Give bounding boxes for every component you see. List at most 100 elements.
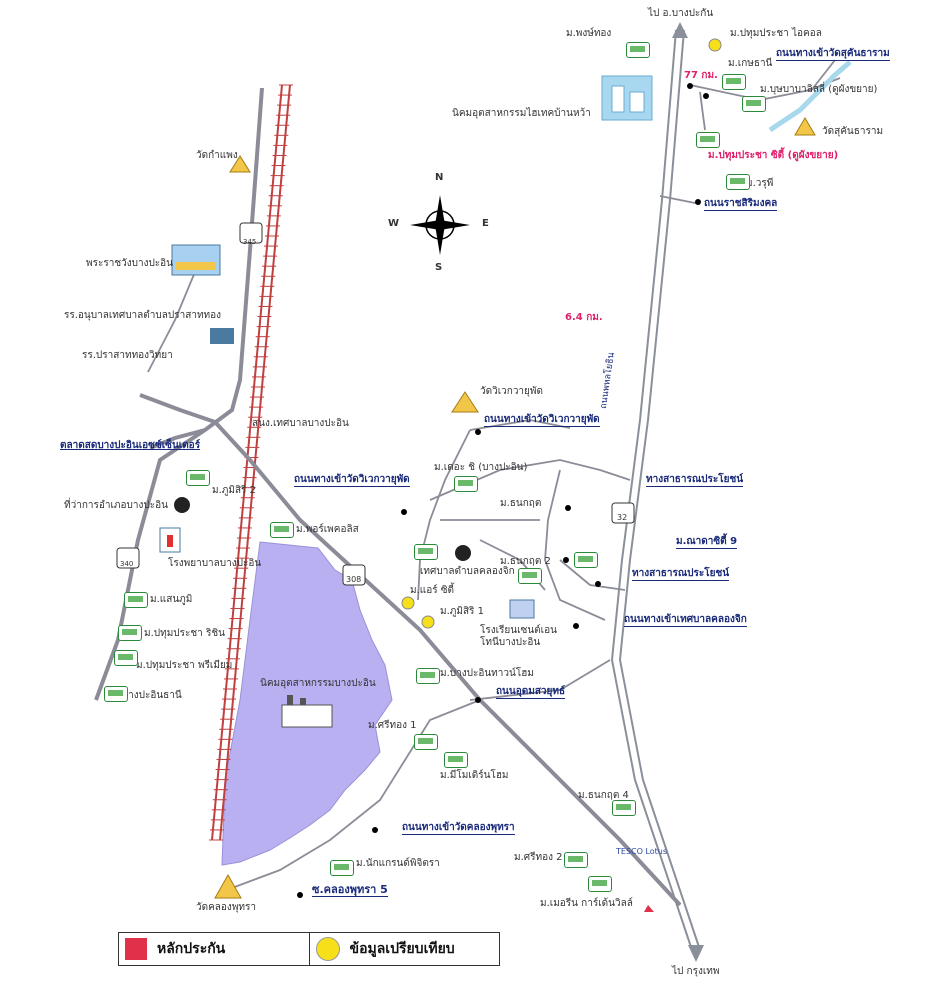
label-wat-khanaen: วัดกำแพง	[196, 150, 238, 161]
label-wruchi: ม.วรุพี	[746, 178, 774, 189]
road-naa: ม.ณาดาซิตี้ 9	[676, 536, 738, 549]
collateral-marker-icon	[644, 905, 654, 912]
label-prasat: รร.ปราสาททองวิทยา	[82, 350, 173, 361]
label-hospital: โรงพยาบาลบางปะอิน	[168, 558, 262, 569]
railway	[211, 84, 291, 841]
legend-comparison-label: ข้อมูลเปรียบเทียบ	[349, 941, 455, 957]
village-icon	[414, 544, 438, 560]
village-icon	[612, 800, 636, 816]
label-saenphum: ม.แสนภูมิ	[150, 594, 193, 605]
direction-top-label: ไป อ.บางปะกัน	[648, 8, 714, 19]
road-wat-wew-2: ถนนทางเข้าวัดวิเวกวายุพัด	[294, 474, 410, 487]
label-amphoe: ที่ว่าการอำเภอบางปะอิน	[64, 500, 168, 511]
route-marker-32	[611, 502, 635, 524]
label-phumsiri1: ม.ภูมิสิริ 1	[440, 606, 484, 617]
legend-collateral-label: หลักประกัน	[157, 941, 226, 957]
direction-bottom-label: ไป กรุงเทพ	[672, 966, 720, 977]
village-icon	[564, 852, 588, 868]
comparison-point-icon	[401, 38, 722, 629]
label-air: ม.แอร์ ซิตี้	[410, 585, 455, 596]
distance-label: 6.4 กม.	[565, 312, 603, 323]
road-public-1: ทางสาธารณประโยชน์	[646, 474, 744, 487]
hospital-icon	[159, 527, 181, 553]
industrial-estate-area	[221, 541, 393, 866]
label-tessaban-klongchik: เทศบาลตำบลคลองจิก	[420, 566, 515, 577]
label-pathum-icon: ม.ปทุมประชา ไอคอล	[730, 28, 822, 39]
label-bangpakong: ม.นักแกรนด์พิจิตรา	[356, 858, 440, 869]
route-340-label: 340	[120, 560, 134, 568]
temple-icon	[214, 117, 816, 899]
village-icon	[186, 470, 210, 486]
road-suksan: ถนนทางเข้าวัดสุคันธาราม	[776, 48, 890, 61]
hitech-estate-icon	[601, 75, 653, 121]
factory-icon	[281, 695, 333, 728]
label-pleasant: ม.พอร์เพคอลิส	[296, 524, 359, 535]
label-srithong1: ม.ศรีทอง 1	[368, 720, 417, 731]
village-icon	[330, 860, 354, 876]
compass-rose-icon	[410, 195, 470, 255]
label-phumsiri2: ม.ภูมิสิริ 2	[212, 485, 256, 496]
road-rachasiri: ถนนราชสิริมงคล	[704, 198, 778, 211]
compass-e: E	[482, 218, 489, 229]
village-icon	[104, 686, 128, 702]
palace-icon	[171, 244, 221, 276]
route-32-label: 32	[617, 513, 628, 522]
village-icon	[114, 650, 138, 666]
label-dhanakul2: ม.ธนกฤต 2	[500, 556, 551, 567]
label-pathum-richi: ม.ปทุมประชา ริชิน	[144, 628, 225, 639]
label-srithong2: ม.ศรีทอง 2	[514, 852, 563, 863]
comparison-swatch-icon	[315, 937, 340, 961]
compass-s: S	[435, 262, 443, 273]
label-pathum-city: ม.ปทุมประชา ซิตี้ (ดูผังขยาย)	[708, 150, 839, 161]
label-wat-khlong: วัดคลองพุทรา	[196, 902, 256, 913]
village-icon	[626, 42, 650, 58]
village-icon	[454, 476, 478, 492]
road-wat-wew: ถนนทางเข้าวัดวิเวกวายุพัด	[484, 414, 600, 427]
village-icon	[518, 568, 542, 584]
label-kaset: ม.เกษธานี	[728, 58, 773, 69]
village-icon	[696, 132, 720, 148]
label-dhanakul: ม.ธนกฤต	[500, 498, 542, 509]
road-340	[94, 87, 682, 907]
road-udomsuk: ถนนอุดมสวยุทธ์	[496, 686, 566, 699]
village-icon	[118, 625, 142, 641]
label-industrial-estate: นิคมอุตสาหกรรมบางปะอิน	[260, 678, 376, 689]
road-soi5: ซ.คลองพุทรา 5	[312, 883, 388, 897]
village-icon	[270, 522, 294, 538]
label-wat-wew: วัดวิเวกวายุพัด	[480, 386, 543, 397]
label-school-ban: โรงเรียนเซนต์เอน โทนีบางปะอิน	[480, 625, 557, 648]
arrow-down-icon	[688, 945, 704, 962]
village-icon	[416, 668, 440, 684]
route-marker-345	[239, 222, 263, 244]
legend-comparison: ข้อมูลเปรียบเทียบ	[308, 933, 500, 965]
road-dot	[297, 83, 709, 898]
village-icon	[574, 552, 598, 568]
road-public-2: ทางสาธารณประโยชน์	[632, 568, 730, 581]
village-icon	[726, 174, 750, 190]
highway-32	[610, 29, 701, 951]
label-sanung: สนง.เทศบาลบางปะอิน	[252, 418, 349, 429]
distance-label-2: 77 กม.	[684, 70, 718, 81]
school-icon	[210, 328, 535, 619]
label-tesco: TESCO Lotus	[616, 847, 668, 856]
village-icon	[124, 592, 148, 608]
route-345-label: 345	[243, 238, 257, 246]
label-bunbaan: ม.บุษบาบาลิลลี่ (ดูผังขยาย)	[760, 84, 878, 95]
village-icon	[742, 96, 766, 112]
government-emblem-icon	[174, 497, 471, 561]
route-marker-340	[116, 547, 140, 569]
village-icon	[444, 752, 468, 768]
route-marker-308	[342, 564, 366, 586]
compass-w: W	[388, 218, 400, 229]
label-estate-hi: นิคมอุตสาหกรรมไฮเทคบ้านหว้า	[452, 108, 591, 119]
label-pathum-premier: ม.ปทุมประชา พรีเมียม	[136, 660, 233, 671]
label-ds: ม.เดอะ ชิ (บางปะอิน)	[434, 462, 528, 473]
route-308-label: 308	[346, 575, 362, 584]
label-wat-suksan: วัดสุคันธาราม	[822, 126, 884, 137]
label-dhanakul4: ม.ธนกฤต 4	[578, 790, 629, 801]
village-icon	[722, 74, 746, 90]
collateral-swatch-icon	[125, 938, 147, 960]
railway-ties	[209, 84, 293, 841]
village-icon	[588, 876, 612, 892]
label-bangpa: ม.บางปะอินธานี	[112, 690, 182, 701]
